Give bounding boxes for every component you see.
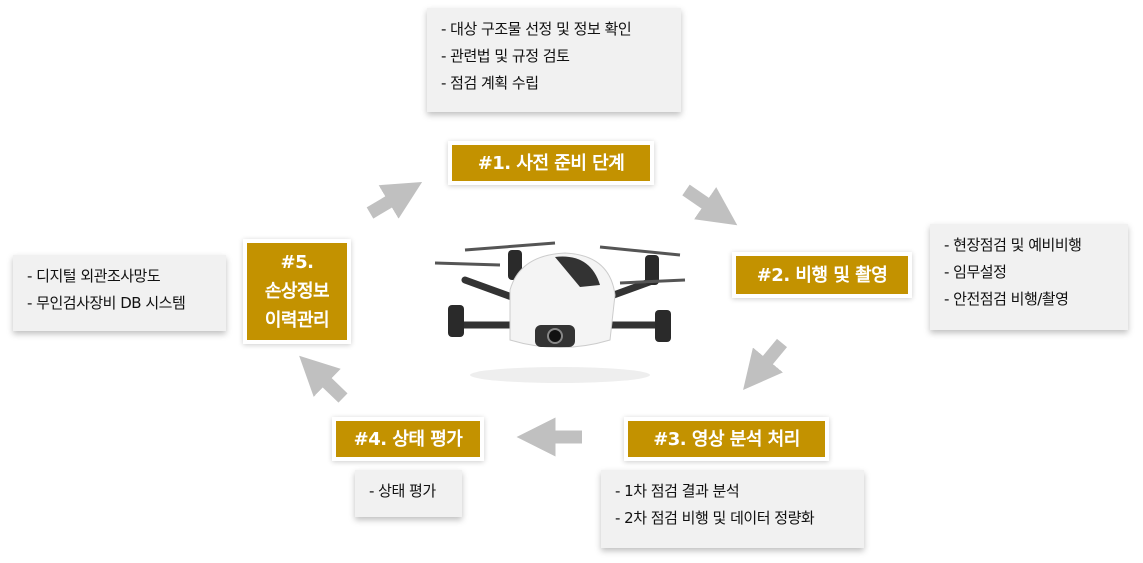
detail-item: - 1차 점검 결과 분석: [615, 482, 740, 500]
stage-5-label-line: 손상정보: [264, 281, 330, 302]
detail-item: - 대상 구조물 선정 및 정보 확인: [441, 20, 632, 38]
detail-item: - 상태 평가: [369, 482, 436, 500]
stage-2-label: #2. 비행 및 촬영: [732, 252, 912, 298]
detail-item: - 2차 점검 비행 및 데이터 정량화: [615, 509, 815, 527]
arrow-5-to-1: [366, 182, 423, 219]
stage-5-label: #5. 손상정보 이력관리: [243, 239, 351, 344]
detail-item: - 점검 계획 수립: [441, 74, 539, 92]
drone-image: [434, 241, 686, 383]
stage-4-label: #4. 상태 평가: [332, 417, 484, 461]
stage-3-label: #3. 영상 분석 처리: [624, 417, 829, 461]
detail-item: - 무인검사장비 DB 시스템: [27, 294, 186, 312]
stage-2-details: - 현장점검 및 예비비행 - 임무설정 - 안전점검 비행/촬영: [930, 224, 1128, 330]
stage-1-details: - 대상 구조물 선정 및 정보 확인 - 관련법 및 규정 검토 - 점검 계…: [427, 8, 681, 112]
stage-4-details: - 상태 평가: [355, 470, 462, 517]
detail-item: - 안전점검 비행/촬영: [944, 290, 1069, 308]
detail-item: - 현장점검 및 예비비행: [944, 236, 1082, 254]
arrow-2-to-3: [743, 338, 788, 391]
arrow-4-to-5: [299, 355, 348, 403]
stage-1-label: #1. 사전 준비 단계: [448, 141, 654, 185]
detail-item: - 관련법 및 규정 검토: [441, 47, 570, 65]
stage-5-label-line: 이력관리: [264, 310, 330, 331]
stage-3-details: - 1차 점검 결과 분석 - 2차 점검 비행 및 데이터 정량화: [601, 470, 864, 548]
stage-5-details: - 디지털 외관조사망도 - 무인검사장비 DB 시스템: [13, 255, 226, 331]
detail-item: - 임무설정: [944, 263, 1007, 281]
detail-item: - 디지털 외관조사망도: [27, 267, 161, 285]
arrow-1-to-2: [682, 184, 738, 226]
stage-5-label-line: #5.: [280, 252, 314, 273]
